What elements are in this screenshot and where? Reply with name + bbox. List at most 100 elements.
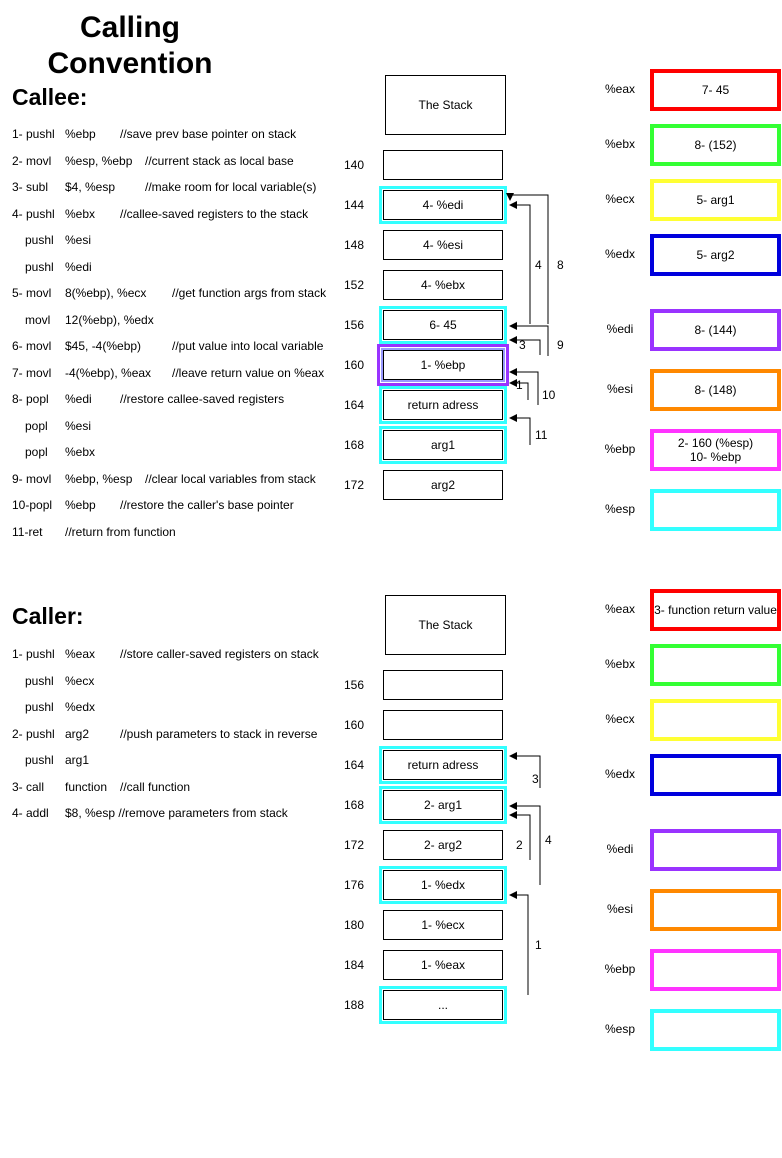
instruction-opcode: 11-ret xyxy=(12,524,43,539)
callee-register-label: %edx xyxy=(604,247,636,261)
instruction-operands: function xyxy=(65,779,108,794)
instruction-operands: %esi xyxy=(65,233,92,247)
callee-stack-address: 144 xyxy=(343,198,365,212)
caller-register-value: 3- function return value xyxy=(650,589,781,631)
callee-instruction-line: 8- popl%edi//restore callee-saved regist… xyxy=(12,391,342,407)
instruction-opcode: pushl xyxy=(25,233,54,247)
callee-register-label: %esp xyxy=(604,502,636,516)
callee-register-label: %ebx xyxy=(604,137,636,151)
callee-stack-address: 160 xyxy=(343,358,365,372)
callee-instruction-line: 11-ret //return from function xyxy=(12,524,342,540)
caller-instruction-line: pushl%edx xyxy=(12,699,342,715)
instruction-opcode: 1- pushl xyxy=(12,647,55,661)
callee-register-label: %ebp xyxy=(604,442,636,456)
caller-arrow-label: 3 xyxy=(532,772,539,786)
callee-stack-address: 140 xyxy=(343,158,365,172)
callee-arrow-label: 10 xyxy=(542,388,556,402)
instruction-opcode: 4- pushl xyxy=(12,206,55,221)
callee-instruction-line: 6- movl$45, -4(%ebp)//put value into loc… xyxy=(12,338,342,354)
instruction-operands: arg1 xyxy=(65,753,90,767)
caller-register-label: %edi xyxy=(606,842,634,856)
stack-arrow xyxy=(509,336,541,355)
caller-instruction-line: 4- addl$8, %esp //remove parameters from… xyxy=(12,805,342,821)
instruction-operands: %edi xyxy=(65,392,92,406)
callee-instruction-line: 4- pushl%ebx//callee-saved registers to … xyxy=(12,206,342,222)
instruction-operands: %eax xyxy=(65,647,96,661)
instruction-opcode: 7- movl xyxy=(12,365,52,380)
callee-stack-address: 152 xyxy=(343,278,365,292)
callee-register-value: 7- 45 xyxy=(650,69,781,111)
page-title: Calling Convention xyxy=(47,11,213,80)
callee-arrow-label: 8 xyxy=(557,258,564,272)
callee-register-value: 8- (152) xyxy=(650,124,781,166)
callee-arrow-label: 9 xyxy=(557,338,564,352)
instruction-opcode: 10-popl xyxy=(12,498,53,512)
instruction-comment: //push parameters to stack in reverse xyxy=(120,726,318,741)
callee-register-value: 5- arg2 xyxy=(650,234,781,276)
instruction-comment: //get function args from stack xyxy=(172,286,327,300)
callee-instruction-line: pushl %edi xyxy=(12,259,342,275)
caller-stack-title: The Stack xyxy=(385,595,506,655)
callee-stack-slot xyxy=(383,150,503,180)
instruction-operands: $4, %esp xyxy=(65,180,116,194)
callee-instruction-line: 3- subl$4, %esp//make room for local var… xyxy=(12,179,342,195)
callee-stack-address: 164 xyxy=(343,398,365,412)
caller-register-label: %edx xyxy=(604,767,636,781)
instruction-comment: //restore callee-saved registers xyxy=(120,392,285,406)
instruction-opcode: 9- movl xyxy=(12,471,52,486)
caller-stack-slot: ... xyxy=(379,986,507,1024)
instruction-operands: %edi xyxy=(65,259,92,274)
callee-register-value xyxy=(650,489,781,531)
caller-register-label: %esi xyxy=(606,902,633,916)
instruction-operands: %esp, %ebp xyxy=(65,153,133,168)
instruction-comment: //save prev base pointer on stack xyxy=(120,127,297,141)
stack-arrow xyxy=(509,752,541,788)
callee-register-value: 8- (148) xyxy=(650,369,781,411)
instruction-operands: %ebp xyxy=(65,127,96,141)
callee-stack-slot: arg2 xyxy=(383,470,503,500)
callee-arrow-label: 11 xyxy=(535,428,548,442)
instruction-operands: 8(%ebp), %ecx xyxy=(65,286,147,300)
stack-arrow xyxy=(509,891,529,995)
caller-stack-slot: return adress xyxy=(379,746,507,784)
caller-stack-slot: 2- arg1 xyxy=(379,786,507,824)
callee-instruction-line: 7- movl-4(%ebp), %eax//leave return valu… xyxy=(12,365,342,381)
callee-register-label: %esi xyxy=(606,382,633,396)
caller-stack-address: 184 xyxy=(343,958,365,972)
caller-instruction-line: 1- pushl %eax //store caller-saved registe… xyxy=(12,646,342,662)
callee-stack-slot: return adress xyxy=(379,386,507,424)
caller-register-label: %ebp xyxy=(604,962,636,976)
instruction-comment: //call function xyxy=(120,779,191,794)
caller-stack-address: 160 xyxy=(343,718,365,732)
instruction-operands: %ebp xyxy=(65,498,96,512)
stack-arrow xyxy=(506,193,549,324)
callee-arrow-label: 3 xyxy=(519,338,526,352)
callee-instruction-line: 2- movl%esp, %ebp//current stack as loca… xyxy=(12,153,342,169)
instruction-opcode: pushl xyxy=(25,700,54,714)
caller-arrow-label: 1 xyxy=(535,938,542,952)
callee-stack-slot: 4- %ebx xyxy=(383,270,503,300)
instruction-opcode: pushl xyxy=(25,259,54,274)
instruction-comment: //current stack as local base xyxy=(145,153,294,168)
instruction-opcode: 3- call xyxy=(12,779,45,794)
callee-arrow-label: 1 xyxy=(516,378,523,392)
instruction-opcode: popl xyxy=(25,418,48,433)
instruction-operands: $45, -4(%ebp) xyxy=(65,339,142,353)
caller-stack-slot: 1- %ecx xyxy=(383,910,503,940)
callee-stack-slot: 4- %edi xyxy=(379,186,507,224)
caller-register-label: %ebx xyxy=(604,657,636,671)
instruction-operands: %ebp, %esp xyxy=(65,471,133,486)
stack-arrow xyxy=(509,201,531,324)
callee-instruction-line: 9- movl%ebp, %esp//clear local variables… xyxy=(12,471,342,487)
instruction-comment: //store caller-saved registers on stack xyxy=(120,647,319,661)
caller-stack-slot: 1- %edx xyxy=(379,866,507,904)
caller-stack-slot xyxy=(383,710,503,740)
callee-arrow-label: 4 xyxy=(535,258,542,272)
stack-arrow xyxy=(509,414,531,445)
instruction-operands: //return from function xyxy=(65,524,176,539)
callee-heading: Callee: xyxy=(12,84,88,110)
caller-stack-slot: 2- arg2 xyxy=(383,830,503,860)
instruction-operands: %ebx xyxy=(65,206,96,221)
